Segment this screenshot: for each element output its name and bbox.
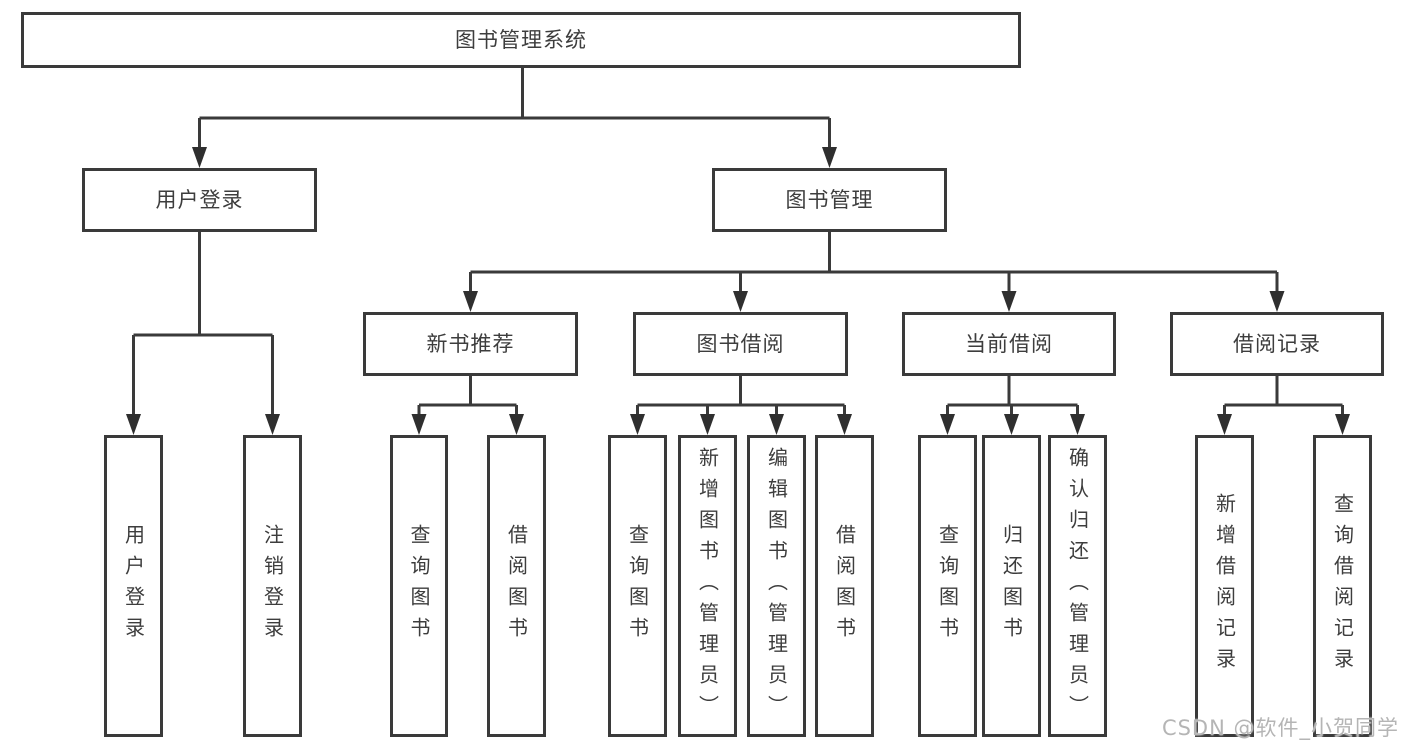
arrowhead-icon bbox=[463, 291, 478, 312]
arrowhead-icon bbox=[1001, 291, 1017, 312]
node-new-book-recommend: 新书推荐 bbox=[363, 312, 578, 376]
leaf-add-book-admin: 新增图书（管理员） bbox=[678, 435, 737, 737]
arrowhead-icon bbox=[1070, 414, 1085, 435]
arrowhead-icon bbox=[700, 414, 715, 435]
arrowhead-icon bbox=[265, 414, 280, 435]
arrowhead-icon bbox=[411, 414, 427, 435]
node-user-login: 用户登录 bbox=[82, 168, 317, 232]
leaf-edit-book-admin: 编辑图书（管理员） bbox=[747, 435, 806, 737]
arrowhead-icon bbox=[1217, 414, 1232, 435]
arrowhead-icon bbox=[509, 414, 524, 435]
leaf-user-login: 用户登录 bbox=[104, 435, 163, 737]
arrowhead-icon bbox=[769, 414, 784, 435]
arrowhead-icon bbox=[126, 414, 141, 435]
arrowhead-icon bbox=[837, 414, 852, 435]
node-book-management: 图书管理 bbox=[712, 168, 947, 232]
leaf-logout: 注销登录 bbox=[243, 435, 302, 737]
arrowhead-icon bbox=[192, 147, 207, 168]
leaf-borrow-books: 借阅图书 bbox=[815, 435, 874, 737]
leaf-search-borrow-record: 查询借阅记录 bbox=[1313, 435, 1372, 737]
arrowhead-icon bbox=[1269, 291, 1285, 312]
leaf-search-books-current: 查询图书 bbox=[918, 435, 977, 737]
arrowhead-icon bbox=[940, 414, 955, 435]
leaf-search-books-borrow: 查询图书 bbox=[608, 435, 667, 737]
leaf-borrow-books-recommend: 借阅图书 bbox=[487, 435, 546, 737]
arrowhead-icon bbox=[822, 147, 837, 168]
node-root: 图书管理系统 bbox=[21, 12, 1021, 68]
leaf-return-book: 归还图书 bbox=[982, 435, 1041, 737]
node-current-borrow: 当前借阅 bbox=[902, 312, 1116, 376]
arrowhead-icon bbox=[1335, 414, 1350, 435]
node-book-borrow: 图书借阅 bbox=[633, 312, 848, 376]
arrowhead-icon bbox=[630, 414, 645, 435]
leaf-search-books-recommend: 查询图书 bbox=[390, 435, 448, 737]
node-borrow-records: 借阅记录 bbox=[1170, 312, 1384, 376]
arrowhead-icon bbox=[733, 291, 748, 312]
arrowhead-icon bbox=[1004, 414, 1019, 435]
leaf-add-borrow-record: 新增借阅记录 bbox=[1195, 435, 1254, 737]
csdn-watermark: CSDN @软件_小贺同学 bbox=[1161, 716, 1399, 740]
leaf-confirm-return-admin: 确认归还（管理员） bbox=[1048, 435, 1107, 737]
